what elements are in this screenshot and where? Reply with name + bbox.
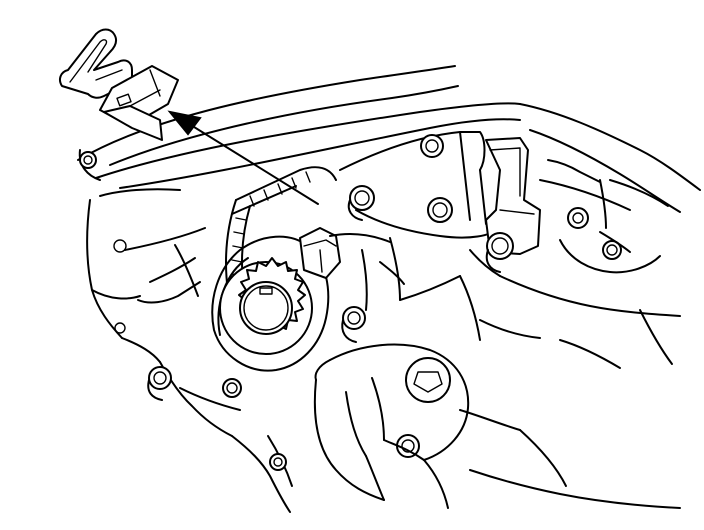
cylinder-block-right <box>459 129 681 369</box>
tensioner-bracket <box>299 227 391 279</box>
tensioner-clip <box>59 28 179 141</box>
bolt-3 <box>427 197 453 223</box>
bolt-1 <box>420 134 444 158</box>
oil-pump-housing <box>313 343 470 509</box>
removal-arrow <box>167 110 319 205</box>
bolt-6 <box>341 306 366 343</box>
lower-right-edge <box>459 409 681 509</box>
bolt-5 <box>567 207 589 229</box>
bolt-10 <box>269 453 287 471</box>
bolt-2 <box>347 185 375 221</box>
engine-mount-bracket <box>339 131 541 311</box>
bolts <box>79 134 622 471</box>
bolt-9 <box>396 434 420 458</box>
bolt-7 <box>147 366 172 401</box>
bolt-12 <box>79 151 97 169</box>
bolt-4 <box>485 232 514 273</box>
bolt-8 <box>222 378 242 398</box>
crankshaft-sprocket <box>211 235 330 372</box>
upper-timing-cover <box>77 65 701 191</box>
bolt-11 <box>602 240 622 260</box>
